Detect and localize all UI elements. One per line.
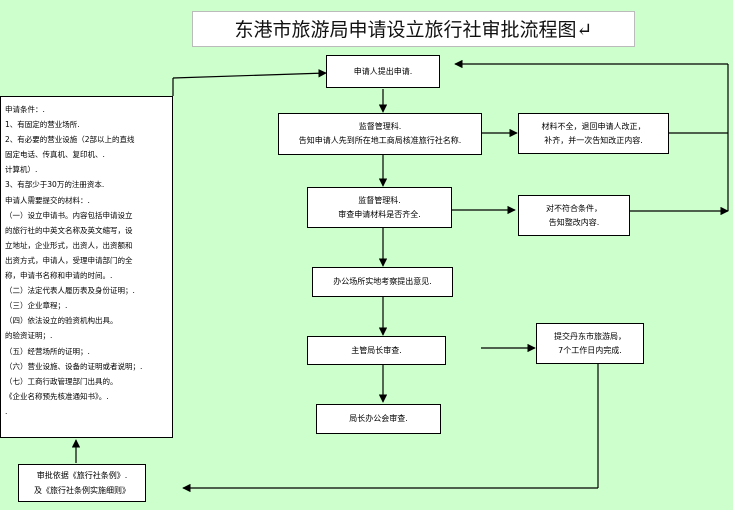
bureau-meeting-box: 局长办公会审查. <box>316 404 441 434</box>
requirement-line: （三）企业章程；. <box>5 301 68 311</box>
dandong-line-2: 7个工作日内完成. <box>558 345 622 355</box>
review-materials-box: 监督管理科. 审查申请材料是否齐全. <box>307 187 452 228</box>
review-line-1: 监督管理科. <box>358 195 401 205</box>
bureau-meeting-label: 局长办公会审查. <box>349 414 408 423</box>
director-review-label: 主管局长审查. <box>351 345 402 355</box>
unqualified-box: 对不符合条件， 告知整改内容. <box>518 195 630 236</box>
requirement-line: 《企业名称预先核准通知书》。. <box>5 391 109 401</box>
dandong-line-1: 提交丹东市旅游局， <box>554 331 626 341</box>
requirement-line: 1、有固定的营业场所. <box>5 120 80 130</box>
requirement-line: （六）营业设施、设备的证明或者说明；. <box>5 361 143 371</box>
incomplete-line-2: 补齐，并一次告知改正内容. <box>544 135 643 145</box>
inform-line-1: 监督管理科. <box>358 122 402 131</box>
requirement-line: （一）设立申请书。内容包括申请设立 <box>5 210 133 220</box>
site-inspection-box: 办公场所实地考察提出意见. <box>312 267 453 297</box>
requirement-line: （二）法定代表人履历表及身份证明；. <box>5 286 135 296</box>
diagram-title: 东港市旅游局申请设立旅行社审批流程图↵ <box>192 11 635 47</box>
inform-line-2: 告知申请人先到所在地工商局核准旅行社名称. <box>298 136 462 145</box>
requirements-panel: 申请条件：. 1、有固定的营业场所. 2、有必要的营业设施（2部以上的直线固定电话、… <box>0 96 173 438</box>
director-review-box: 主管局长审查. <box>307 336 446 365</box>
requirement-line: 3、有部少于30万的注册资本. <box>5 180 105 190</box>
requirement-line: （七）工商行政管理部门出具的。 <box>5 376 118 386</box>
basis-line-1: 审批依据《旅行社条例》. <box>36 471 128 480</box>
requirement-line: 的旅行社的中英文名称及英文缩写，设 <box>5 225 133 235</box>
unqualified-line-1: 对不符合条件， <box>546 203 602 213</box>
requirement-line: 称，申请书名称和申请的时间。. <box>5 271 113 281</box>
requirement-line: 出资方式，申请人，受理申请部门的全 <box>5 255 133 265</box>
submit-application-label: 申请人提出申请. <box>353 66 413 76</box>
requirement-line: . <box>5 406 8 416</box>
requirement-line: （五）经营场所的证明；. <box>5 346 90 356</box>
submit-application-box: 申请人提出申请. <box>326 55 440 88</box>
arrow-requirements-to-submit <box>172 69 327 79</box>
requirement-line: 计算机）. <box>5 165 38 175</box>
requirement-line: 申请条件：. <box>5 105 45 114</box>
site-inspection-label: 办公场所实地考察提出意见. <box>333 277 432 286</box>
requirement-line: 的验资证明；. <box>5 331 53 341</box>
requirement-line: 2、有必要的营业设施（2部以上的直线 <box>5 135 135 145</box>
inform-applicant-box: 监督管理科. 告知申请人先到所在地工商局核准旅行社名称. <box>278 113 482 155</box>
requirement-line: 申请人需要提交的材料：. <box>5 195 90 205</box>
review-line-2: 审查申请材料是否齐全. <box>338 209 421 219</box>
unqualified-line-2: 告知整改内容. <box>548 217 600 227</box>
requirement-line: （四）依法设立的验资机构出具。 <box>5 316 118 326</box>
requirement-line: 固定电话、传真机、复印机、. <box>5 150 105 160</box>
incomplete-materials-box: 材料不全，退回申请人改正， 补齐，并一次告知改正内容. <box>518 113 669 154</box>
basis-line-2: 及《旅行社条例实施细则》 <box>34 486 130 495</box>
requirement-line: 立地址，企业形式，出资人，出资额和 <box>5 240 133 250</box>
incomplete-line-1: 材料不全，退回申请人改正， <box>541 121 646 131</box>
basis-box: 审批依据《旅行社条例》. 及《旅行社条例实施细则》 <box>18 464 146 502</box>
dandong-submission-box: 提交丹东市旅游局， 7个工作日内完成. <box>536 323 644 364</box>
